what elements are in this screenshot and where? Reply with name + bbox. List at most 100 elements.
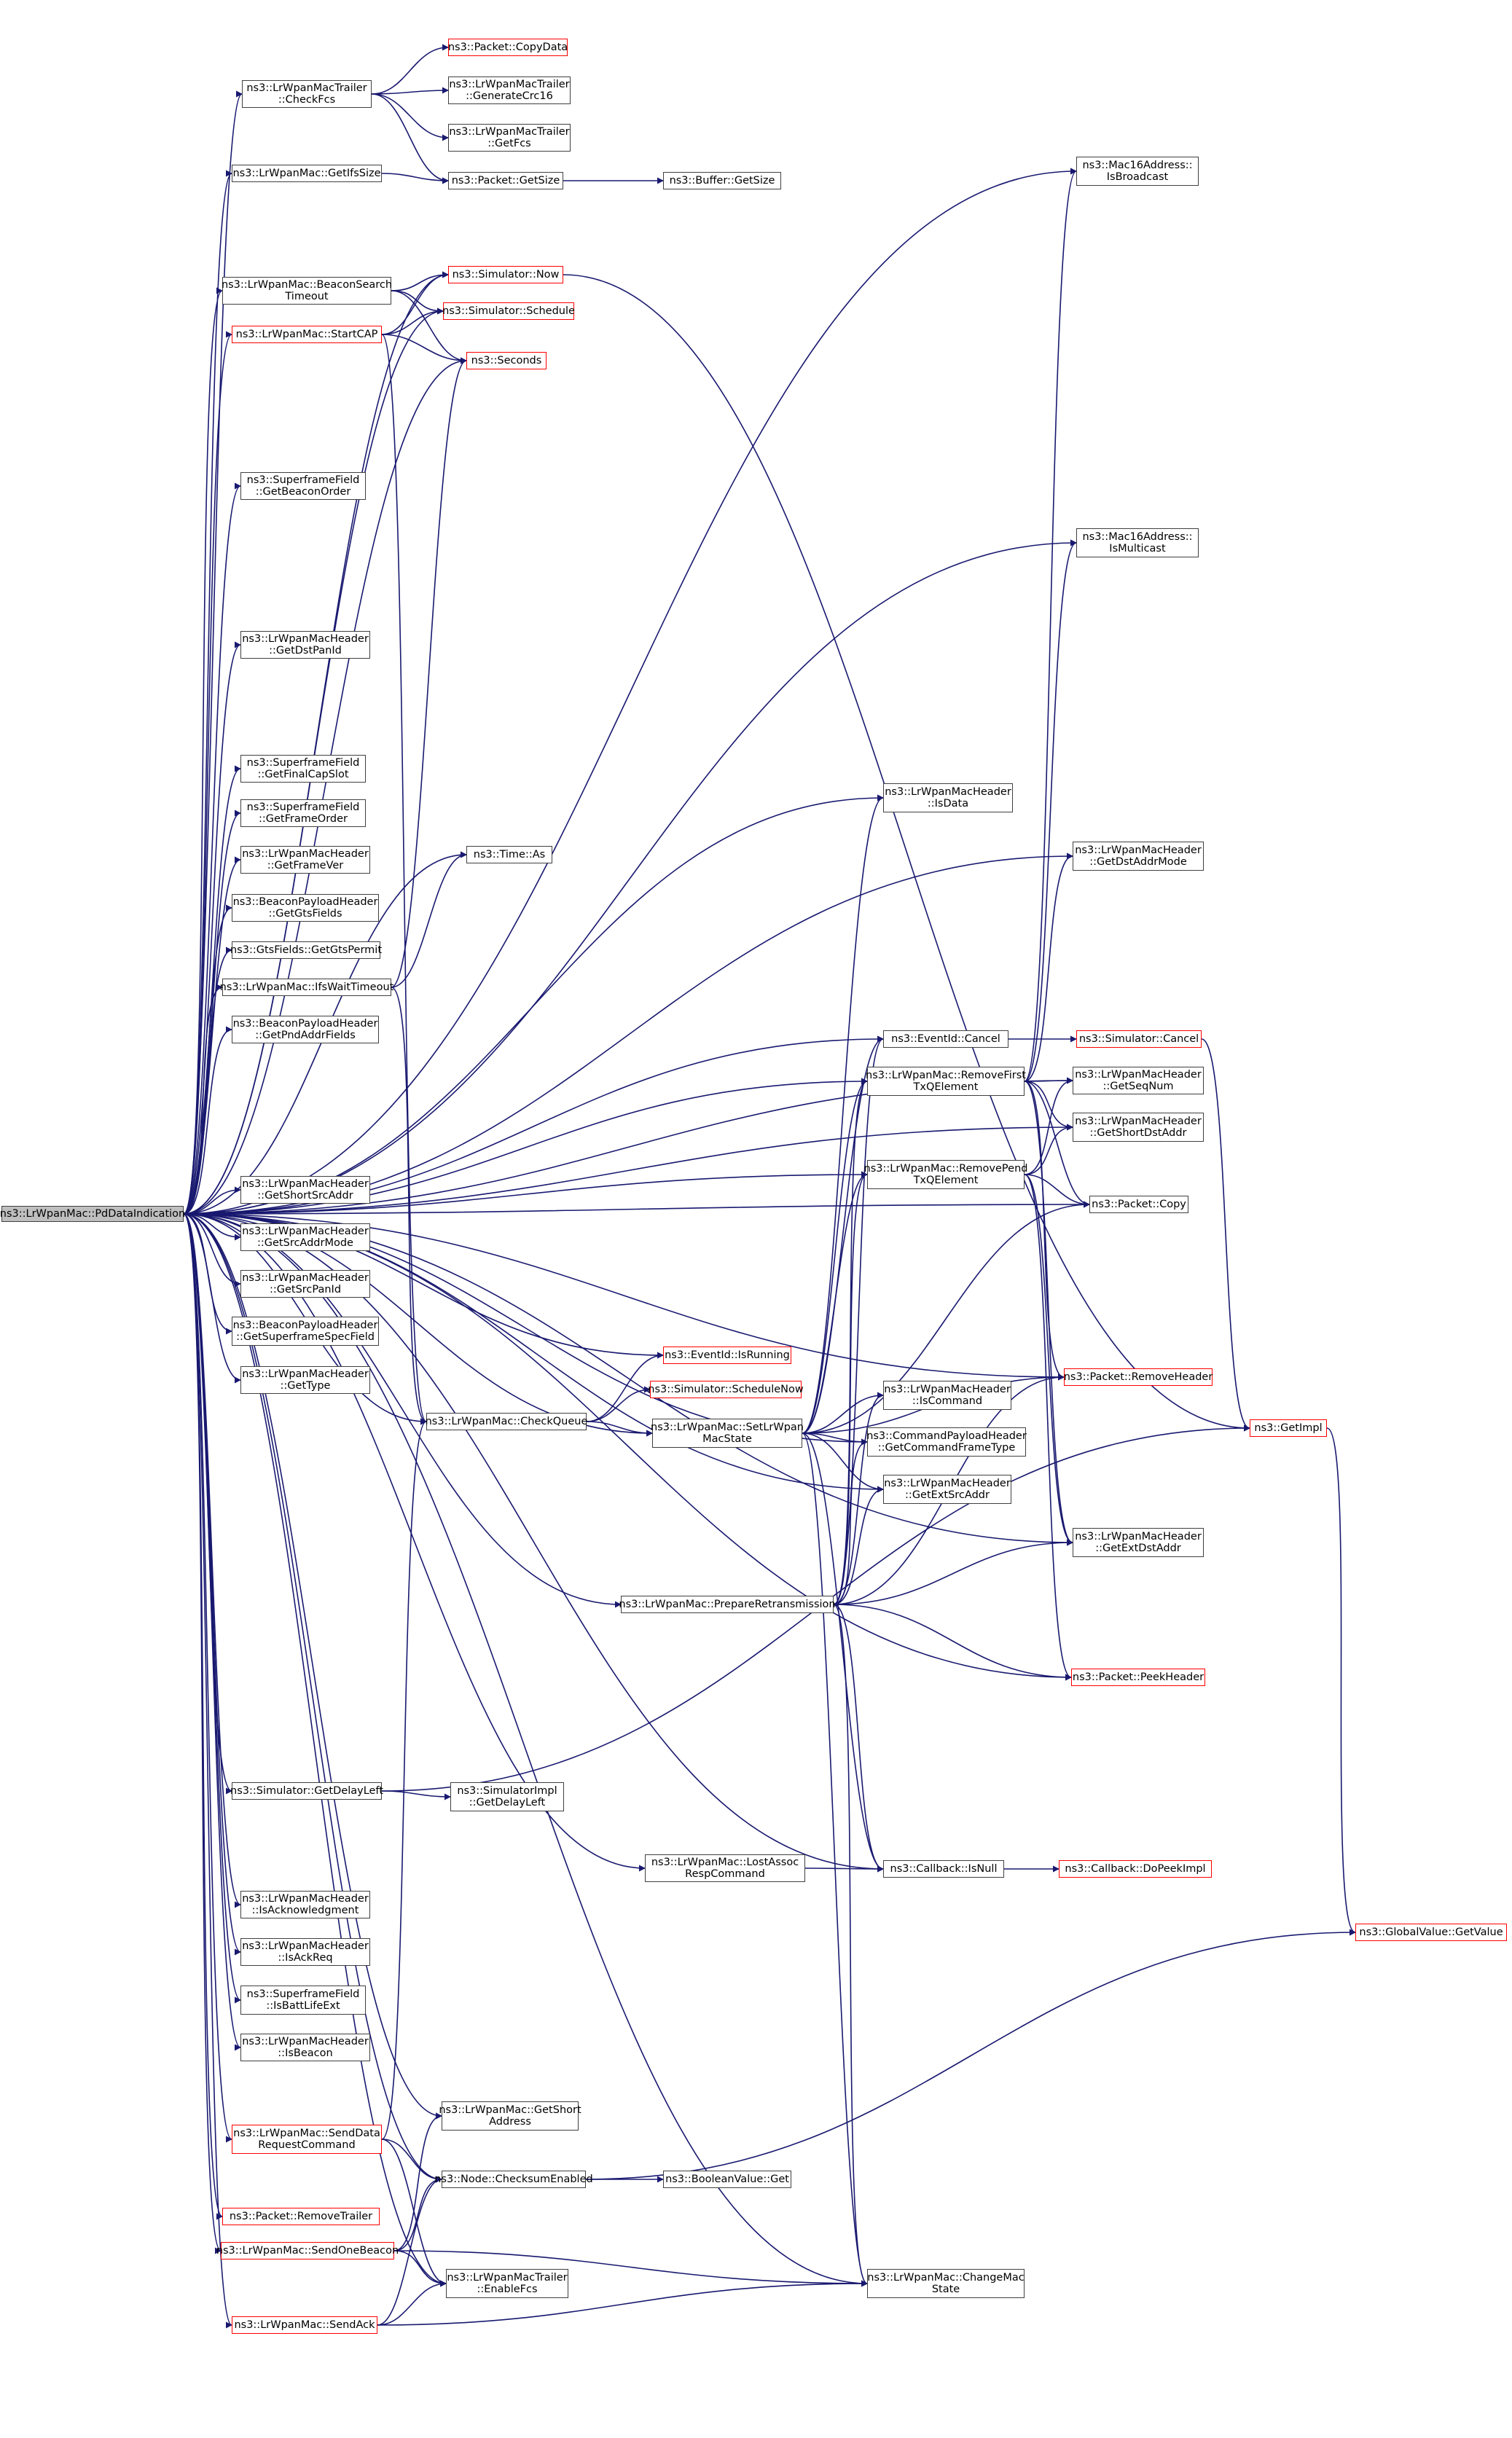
bp-get-pnd-addr-fields-node[interactable]: ns3::BeaconPayloadHeader ::GetPndAddrFie… bbox=[232, 1016, 379, 1043]
generate-crc16-node[interactable]: ns3::LrWpanMacTrailer ::GenerateCrc16 bbox=[448, 77, 571, 104]
event-id-cancel-node[interactable]: ns3::EventId::Cancel bbox=[883, 1030, 1008, 1048]
edge-send_one_beacon-to-get_short_address bbox=[393, 2112, 442, 2251]
simimpl-get-delay-left-node[interactable]: ns3::SimulatorImpl ::GetDelayLeft bbox=[450, 1782, 564, 1811]
edge-send_ack-to-node_checksum_enabled bbox=[377, 2176, 442, 2326]
edge-pd_data_indication-to-send_data_request_command bbox=[183, 1213, 232, 2143]
edge-send_data_request_command-to-check_queue bbox=[381, 1418, 427, 2140]
simulator-now-node[interactable]: ns3::Simulator::Now bbox=[448, 266, 563, 283]
remove-first-tx-q-node[interactable]: ns3::LrWpanMac::RemoveFirst TxQElement bbox=[866, 1067, 1026, 1096]
get-fcs-node[interactable]: ns3::LrWpanMacTrailer ::GetFcs bbox=[448, 124, 571, 152]
edge-check_queue-to-event_id_is_running bbox=[586, 1352, 664, 1422]
sf-get-final-cap-slot-node[interactable]: ns3::SuperframeField ::GetFinalCapSlot bbox=[240, 755, 366, 783]
simulator-cancel-node[interactable]: ns3::Simulator::Cancel bbox=[1076, 1030, 1202, 1048]
edge-pd_data_indication-to-event_id_is_running bbox=[183, 1213, 664, 1359]
event-id-is-running-node[interactable]: ns3::EventId::IsRunning bbox=[663, 1347, 791, 1364]
hdr-is-command-node[interactable]: ns3::LrWpanMacHeader ::IsCommand bbox=[883, 1381, 1011, 1410]
change-mac-state-node[interactable]: ns3::LrWpanMac::ChangeMac State bbox=[867, 2269, 1025, 2298]
callback-do-peek-impl-node[interactable]: ns3::Callback::DoPeekImpl bbox=[1059, 1860, 1212, 1878]
edge-send_data_request_command-to-node_checksum_enabled bbox=[381, 2139, 442, 2183]
set-lrwpan-mac-state-node[interactable]: ns3::LrWpanMac::SetLrWpan MacState bbox=[651, 1419, 804, 1448]
edge-pd_data_indication-to-trailer_enable_fcs bbox=[183, 1213, 447, 2287]
sf-is-batt-life-ext-node[interactable]: ns3::SuperframeField ::IsBattLifeExt bbox=[240, 1986, 366, 2015]
node-checksum-enabled-node[interactable]: ns3::Node::ChecksumEnabled bbox=[434, 2171, 593, 2188]
edge-pd_data_indication-to-node_checksum_enabled bbox=[183, 1213, 442, 2183]
get-impl-node[interactable]: ns3::GetImpl bbox=[1250, 1419, 1327, 1437]
beacon-search-timeout-node[interactable]: ns3::LrWpanMac::BeaconSearch Timeout bbox=[222, 277, 392, 305]
edge-check_queue-to-set_lrwpan_mac_state bbox=[586, 1421, 653, 1437]
simulator-get-delay-left-node[interactable]: ns3::Simulator::GetDelayLeft bbox=[230, 1782, 383, 1800]
pd-data-indication-node[interactable]: ns3::LrWpanMac::PdDataIndication bbox=[0, 1206, 185, 1222]
mac16-is-multicast-node[interactable]: ns3::Mac16Address:: IsMulticast bbox=[1076, 528, 1199, 557]
edge-remove_pend_tx_q-to-packet_peek_header bbox=[1024, 1174, 1072, 1681]
trailer-enable-fcs-node[interactable]: ns3::LrWpanMacTrailer ::EnableFcs bbox=[446, 2269, 568, 2298]
packet-peek-header-node[interactable]: ns3::Packet::PeekHeader bbox=[1071, 1669, 1205, 1686]
hdr-get-short-dst-addr-node[interactable]: ns3::LrWpanMacHeader ::GetShortDstAddr bbox=[1073, 1113, 1204, 1142]
hdr-get-src-addr-mode-node[interactable]: ns3::LrWpanMacHeader ::GetSrcAddrMode bbox=[240, 1223, 370, 1251]
hdr-is-data-node[interactable]: ns3::LrWpanMacHeader ::IsData bbox=[883, 783, 1013, 812]
hdr-get-ext-src-addr-node[interactable]: ns3::LrWpanMacHeader ::GetExtSrcAddr bbox=[883, 1475, 1011, 1504]
simulator-schedule-node[interactable]: ns3::Simulator::Schedule bbox=[442, 302, 575, 320]
simulator-schedule-now-node[interactable]: ns3::Simulator::ScheduleNow bbox=[648, 1381, 804, 1398]
cp-get-command-frame-type-node[interactable]: ns3::CommandPayloadHeader ::GetCommandFr… bbox=[866, 1427, 1027, 1457]
edge-node_checksum_enabled-to-global_value_get_value bbox=[585, 1929, 1356, 2180]
packet-remove-header-node[interactable]: ns3::Packet::RemoveHeader bbox=[1064, 1368, 1213, 1386]
hdr-get-ext-dst-addr-node[interactable]: ns3::LrWpanMacHeader ::GetExtDstAddr bbox=[1073, 1528, 1204, 1557]
buffer-get-size-node[interactable]: ns3::Buffer::GetSize bbox=[663, 172, 781, 189]
edge-ifs_wait_timeout-to-seconds bbox=[391, 357, 467, 988]
edge-beacon_search_timeout-to-seconds bbox=[391, 290, 467, 364]
edge-pd_data_indication-to-hdr_get_type bbox=[183, 1213, 241, 1384]
edge-pd_data_indication-to-remove_first_tx_q bbox=[183, 1078, 868, 1215]
check-queue-node[interactable]: ns3::LrWpanMac::CheckQueue bbox=[426, 1413, 587, 1430]
edge-pd_data_indication-to-mac16_is_multicast bbox=[183, 539, 1077, 1215]
hdr-get-dst-addr-mode-node[interactable]: ns3::LrWpanMacHeader ::GetDstAddrMode bbox=[1073, 842, 1204, 871]
edge-set_lrwpan_mac_state-to-packet_copy bbox=[802, 1201, 1090, 1434]
send-data-request-command-node[interactable]: ns3::LrWpanMac::SendData RequestCommand bbox=[232, 2125, 382, 2154]
send-one-beacon-node[interactable]: ns3::LrWpanMac::SendOneBeacon bbox=[216, 2242, 399, 2259]
prepare-retransmission-node[interactable]: ns3::LrWpanMac::PrepareRetransmission bbox=[619, 1596, 836, 1613]
edge-pd_data_indication-to-packet_copy bbox=[183, 1201, 1090, 1215]
callback-is-null-node[interactable]: ns3::Callback::IsNull bbox=[883, 1860, 1004, 1878]
global-value-get-value-node[interactable]: ns3::GlobalValue::GetValue bbox=[1355, 1924, 1507, 1941]
seconds-node[interactable]: ns3::Seconds bbox=[466, 352, 547, 369]
hdr-get-short-src-addr-node[interactable]: ns3::LrWpanMacHeader ::GetShortSrcAddr bbox=[240, 1176, 370, 1204]
check-fcs-node[interactable]: ns3::LrWpanMacTrailer ::CheckFcs bbox=[242, 80, 372, 108]
packet-remove-trailer-node[interactable]: ns3::Packet::RemoveTrailer bbox=[222, 2208, 380, 2225]
edge-pd_data_indication-to-send_ack bbox=[183, 1213, 232, 2329]
sf-get-beacon-order-node[interactable]: ns3::SuperframeField ::GetBeaconOrder bbox=[240, 472, 366, 500]
get-ifs-size-node[interactable]: ns3::LrWpanMac::GetIfsSize bbox=[232, 165, 382, 182]
send-ack-node[interactable]: ns3::LrWpanMac::SendAck bbox=[232, 2316, 377, 2334]
hdr-get-seq-num-node[interactable]: ns3::LrWpanMacHeader ::GetSeqNum bbox=[1073, 1067, 1204, 1094]
edge-remove_first_tx_q-to-packet_copy bbox=[1024, 1081, 1090, 1208]
edge-prepare_retransmission-to-remove_pend_tx_q bbox=[833, 1171, 868, 1605]
packet-get-size-node[interactable]: ns3::Packet::GetSize bbox=[448, 172, 563, 189]
hdr-is-beacon-node[interactable]: ns3::LrWpanMacHeader ::IsBeacon bbox=[240, 2034, 370, 2061]
hdr-get-type-node[interactable]: ns3::LrWpanMacHeader ::GetType bbox=[240, 1366, 370, 1394]
bp-get-superframe-spec-field-node[interactable]: ns3::BeaconPayloadHeader ::GetSuperframe… bbox=[232, 1317, 379, 1346]
hdr-get-frame-ver-node[interactable]: ns3::LrWpanMacHeader ::GetFrameVer bbox=[240, 846, 370, 874]
edge-send_ack-to-change_mac_state bbox=[377, 2280, 868, 2326]
edge-remove_first_tx_q-to-mac16_is_multicast bbox=[1024, 539, 1077, 1082]
edge-pd_data_indication-to-hdr_get_short_src_addr bbox=[183, 1186, 241, 1215]
copy-data-node[interactable]: ns3::Packet::CopyData bbox=[448, 39, 568, 56]
lost-assoc-resp-command-node[interactable]: ns3::LrWpanMac::LostAssoc RespCommand bbox=[645, 1854, 805, 1882]
bp-get-gts-fields-node[interactable]: ns3::BeaconPayloadHeader ::GetGtsFields bbox=[232, 894, 379, 922]
remove-pend-tx-q-node[interactable]: ns3::LrWpanMac::RemovePend TxQElement bbox=[864, 1160, 1027, 1189]
boolean-value-get-node[interactable]: ns3::BooleanValue::Get bbox=[663, 2171, 791, 2188]
ifs-wait-timeout-node[interactable]: ns3::LrWpanMac::IfsWaitTimeout bbox=[220, 979, 393, 996]
hdr-is-acknowledgment-node[interactable]: ns3::LrWpanMacHeader ::IsAcknowledgment bbox=[240, 1891, 370, 1918]
time-as-node[interactable]: ns3::Time::As bbox=[466, 846, 552, 863]
hdr-get-dst-pan-id-node[interactable]: ns3::LrWpanMacHeader ::GetDstPanId bbox=[240, 631, 370, 659]
start-cap-node[interactable]: ns3::LrWpanMac::StartCAP bbox=[232, 326, 382, 343]
edge-remove_first_tx_q-to-hdr_get_short_dst_addr bbox=[1024, 1081, 1073, 1131]
mac16-is-broadcast-node[interactable]: ns3::Mac16Address:: IsBroadcast bbox=[1076, 157, 1199, 186]
edge-simulator_get_delay_left-to-simimpl_get_delay_left bbox=[381, 1790, 451, 1800]
hdr-is-ack-req-node[interactable]: ns3::LrWpanMacHeader ::IsAckReq bbox=[240, 1938, 370, 1966]
edge-pd_data_indication-to-bp_get_pnd_addr_fields bbox=[183, 1026, 232, 1215]
sf-get-frame-order-node[interactable]: ns3::SuperframeField ::GetFrameOrder bbox=[240, 799, 366, 827]
packet-copy-node[interactable]: ns3::Packet::Copy bbox=[1089, 1196, 1188, 1213]
gts-get-gts-permit-node[interactable]: ns3::GtsFields::GetGtsPermit bbox=[230, 941, 382, 959]
get-short-address-node[interactable]: ns3::LrWpanMac::GetShort Address bbox=[439, 2101, 581, 2131]
hdr-get-src-pan-id-node[interactable]: ns3::LrWpanMacHeader ::GetSrcPanId bbox=[240, 1270, 370, 1298]
